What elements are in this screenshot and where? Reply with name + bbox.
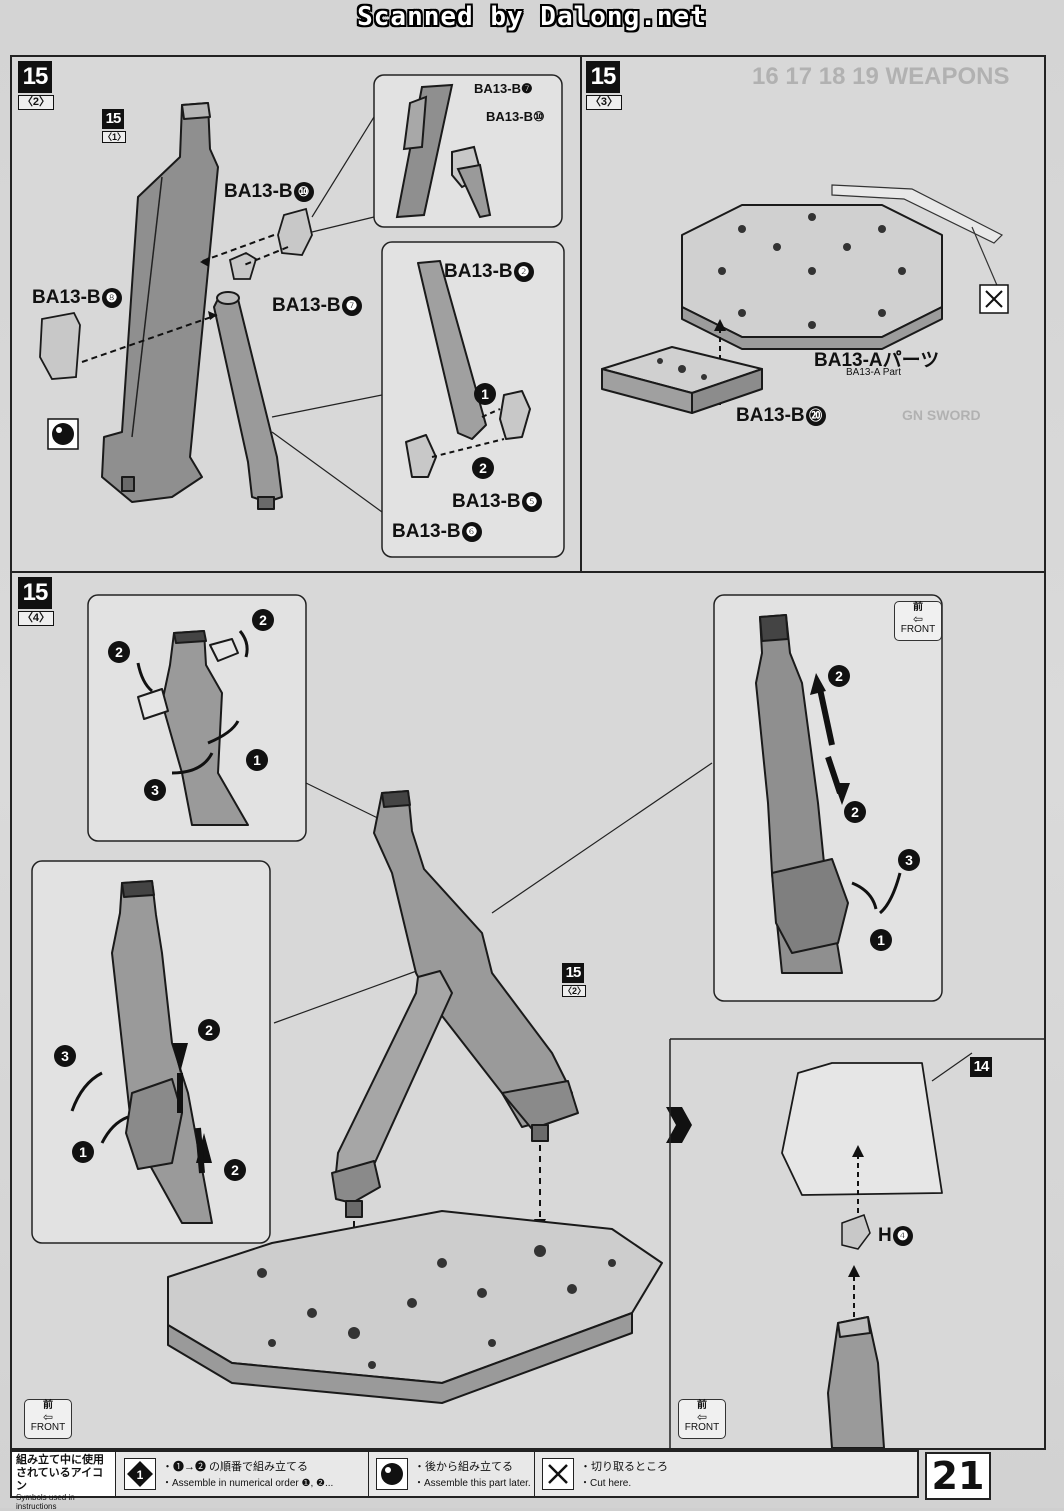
ref-badge-15-1: 15 〈1〉: [102, 109, 126, 143]
front-tag-bottom-right: 前 ⇦ FRONT: [678, 1399, 726, 1439]
panel-step-15-3: 15 〈3〉 16 17 18 19 WEAPONS: [580, 55, 1046, 575]
label-zoom-ba13-b10: BA13-B⑩: [486, 109, 545, 124]
legend-item-cut: ・切り取るところ ・Cut here.: [536, 1452, 676, 1496]
front-tag-bottom-left: 前 ⇦ FRONT: [24, 1399, 72, 1439]
diamond-number-icon: 1: [124, 1458, 156, 1490]
svg-text:1: 1: [137, 1468, 144, 1482]
ref-step-sub: 〈2〉: [562, 985, 587, 997]
order-marker: 1: [870, 929, 892, 951]
page-number: 21: [925, 1452, 991, 1500]
legend-en: ・Assemble in numerical order ❶, ❷...: [162, 1478, 334, 1489]
step-badge: 15 〈3〉: [586, 61, 622, 110]
legend-item-order: 1 ・❶→❷ の順番で組み立てる ・Assemble in numerical …: [118, 1452, 369, 1496]
full-stand-illustration: [31, 594, 1044, 1448]
order-marker: 3: [54, 1045, 76, 1067]
step-substep: 〈3〉: [586, 95, 622, 110]
front-arrow-icon: ⇦: [696, 1410, 708, 1424]
base-illustration: [601, 184, 1009, 414]
background-bleed-text: 16 17 18 19 WEAPONS: [752, 63, 1010, 90]
order-marker: 3: [144, 779, 166, 801]
label-ba13-a-part-en: BA13-A Part: [846, 367, 902, 378]
order-marker-2: 2: [472, 457, 494, 479]
ref-badge-15-2: 15 〈2〉: [562, 963, 586, 997]
legend-jp: ・後から組み立てる: [414, 1461, 513, 1473]
step-substep: 〈2〉: [18, 95, 54, 110]
ref-step-sub: 〈1〉: [102, 131, 127, 143]
front-tag-right-inset: 前 ⇦ FRONT: [894, 601, 942, 641]
panel-step-15-4: 15 〈4〉: [10, 571, 1046, 1450]
legend-en: ・Cut here.: [580, 1478, 632, 1489]
icon-legend: 組み立て中に使用されているアイコン Symbols used in instru…: [10, 1450, 919, 1511]
ref-step-number: 14: [970, 1057, 992, 1077]
label-zoom-ba13-b7: BA13-B❼: [474, 81, 533, 96]
step-number: 15: [18, 577, 52, 609]
order-marker-1: 1: [474, 383, 496, 405]
background-bleed-text-2: GN SWORD: [902, 407, 981, 423]
legend-jp: ・切り取るところ: [580, 1461, 668, 1473]
label-ba13-a-parts: BA13-Aパーツ: [814, 350, 940, 371]
front-arrow-icon: ⇦: [912, 612, 924, 626]
ref-step-number: 15: [102, 109, 124, 129]
order-marker: 2: [828, 665, 850, 687]
stand-arm-illustration: [39, 74, 565, 558]
ref-badge-14: 14: [970, 1057, 992, 1077]
step-number: 15: [586, 61, 620, 93]
order-marker: 3: [898, 849, 920, 871]
step-badge: 15 〈2〉: [18, 61, 54, 110]
step-substep: 〈4〉: [18, 611, 54, 626]
step-number: 15: [18, 61, 52, 93]
cut-here-icon: [542, 1458, 574, 1490]
step-badge: 15 〈4〉: [18, 577, 54, 626]
order-marker: 2: [844, 801, 866, 823]
legend-title: 組み立て中に使用されているアイコン Symbols used in instru…: [12, 1452, 116, 1511]
order-marker: 2: [224, 1159, 246, 1181]
order-marker: 1: [72, 1141, 94, 1163]
legend-jp: ・❶→❷ の順番で組み立てる: [162, 1461, 309, 1473]
assemble-later-icon: [376, 1458, 408, 1490]
legend-en: ・Assemble this part later.: [414, 1478, 531, 1489]
panel-step-15-2: 15 〈2〉 15 〈1〉: [10, 55, 584, 575]
scan-watermark: Scanned by Dalong.net: [357, 2, 707, 32]
order-marker: 2: [108, 641, 130, 663]
legend-item-later: ・後から組み立てる ・Assemble this part later.: [370, 1452, 535, 1496]
order-marker: 2: [198, 1019, 220, 1041]
front-arrow-icon: ⇦: [42, 1410, 54, 1424]
ref-step-number: 15: [562, 963, 584, 983]
order-marker: 1: [246, 749, 268, 771]
order-marker: 2: [252, 609, 274, 631]
